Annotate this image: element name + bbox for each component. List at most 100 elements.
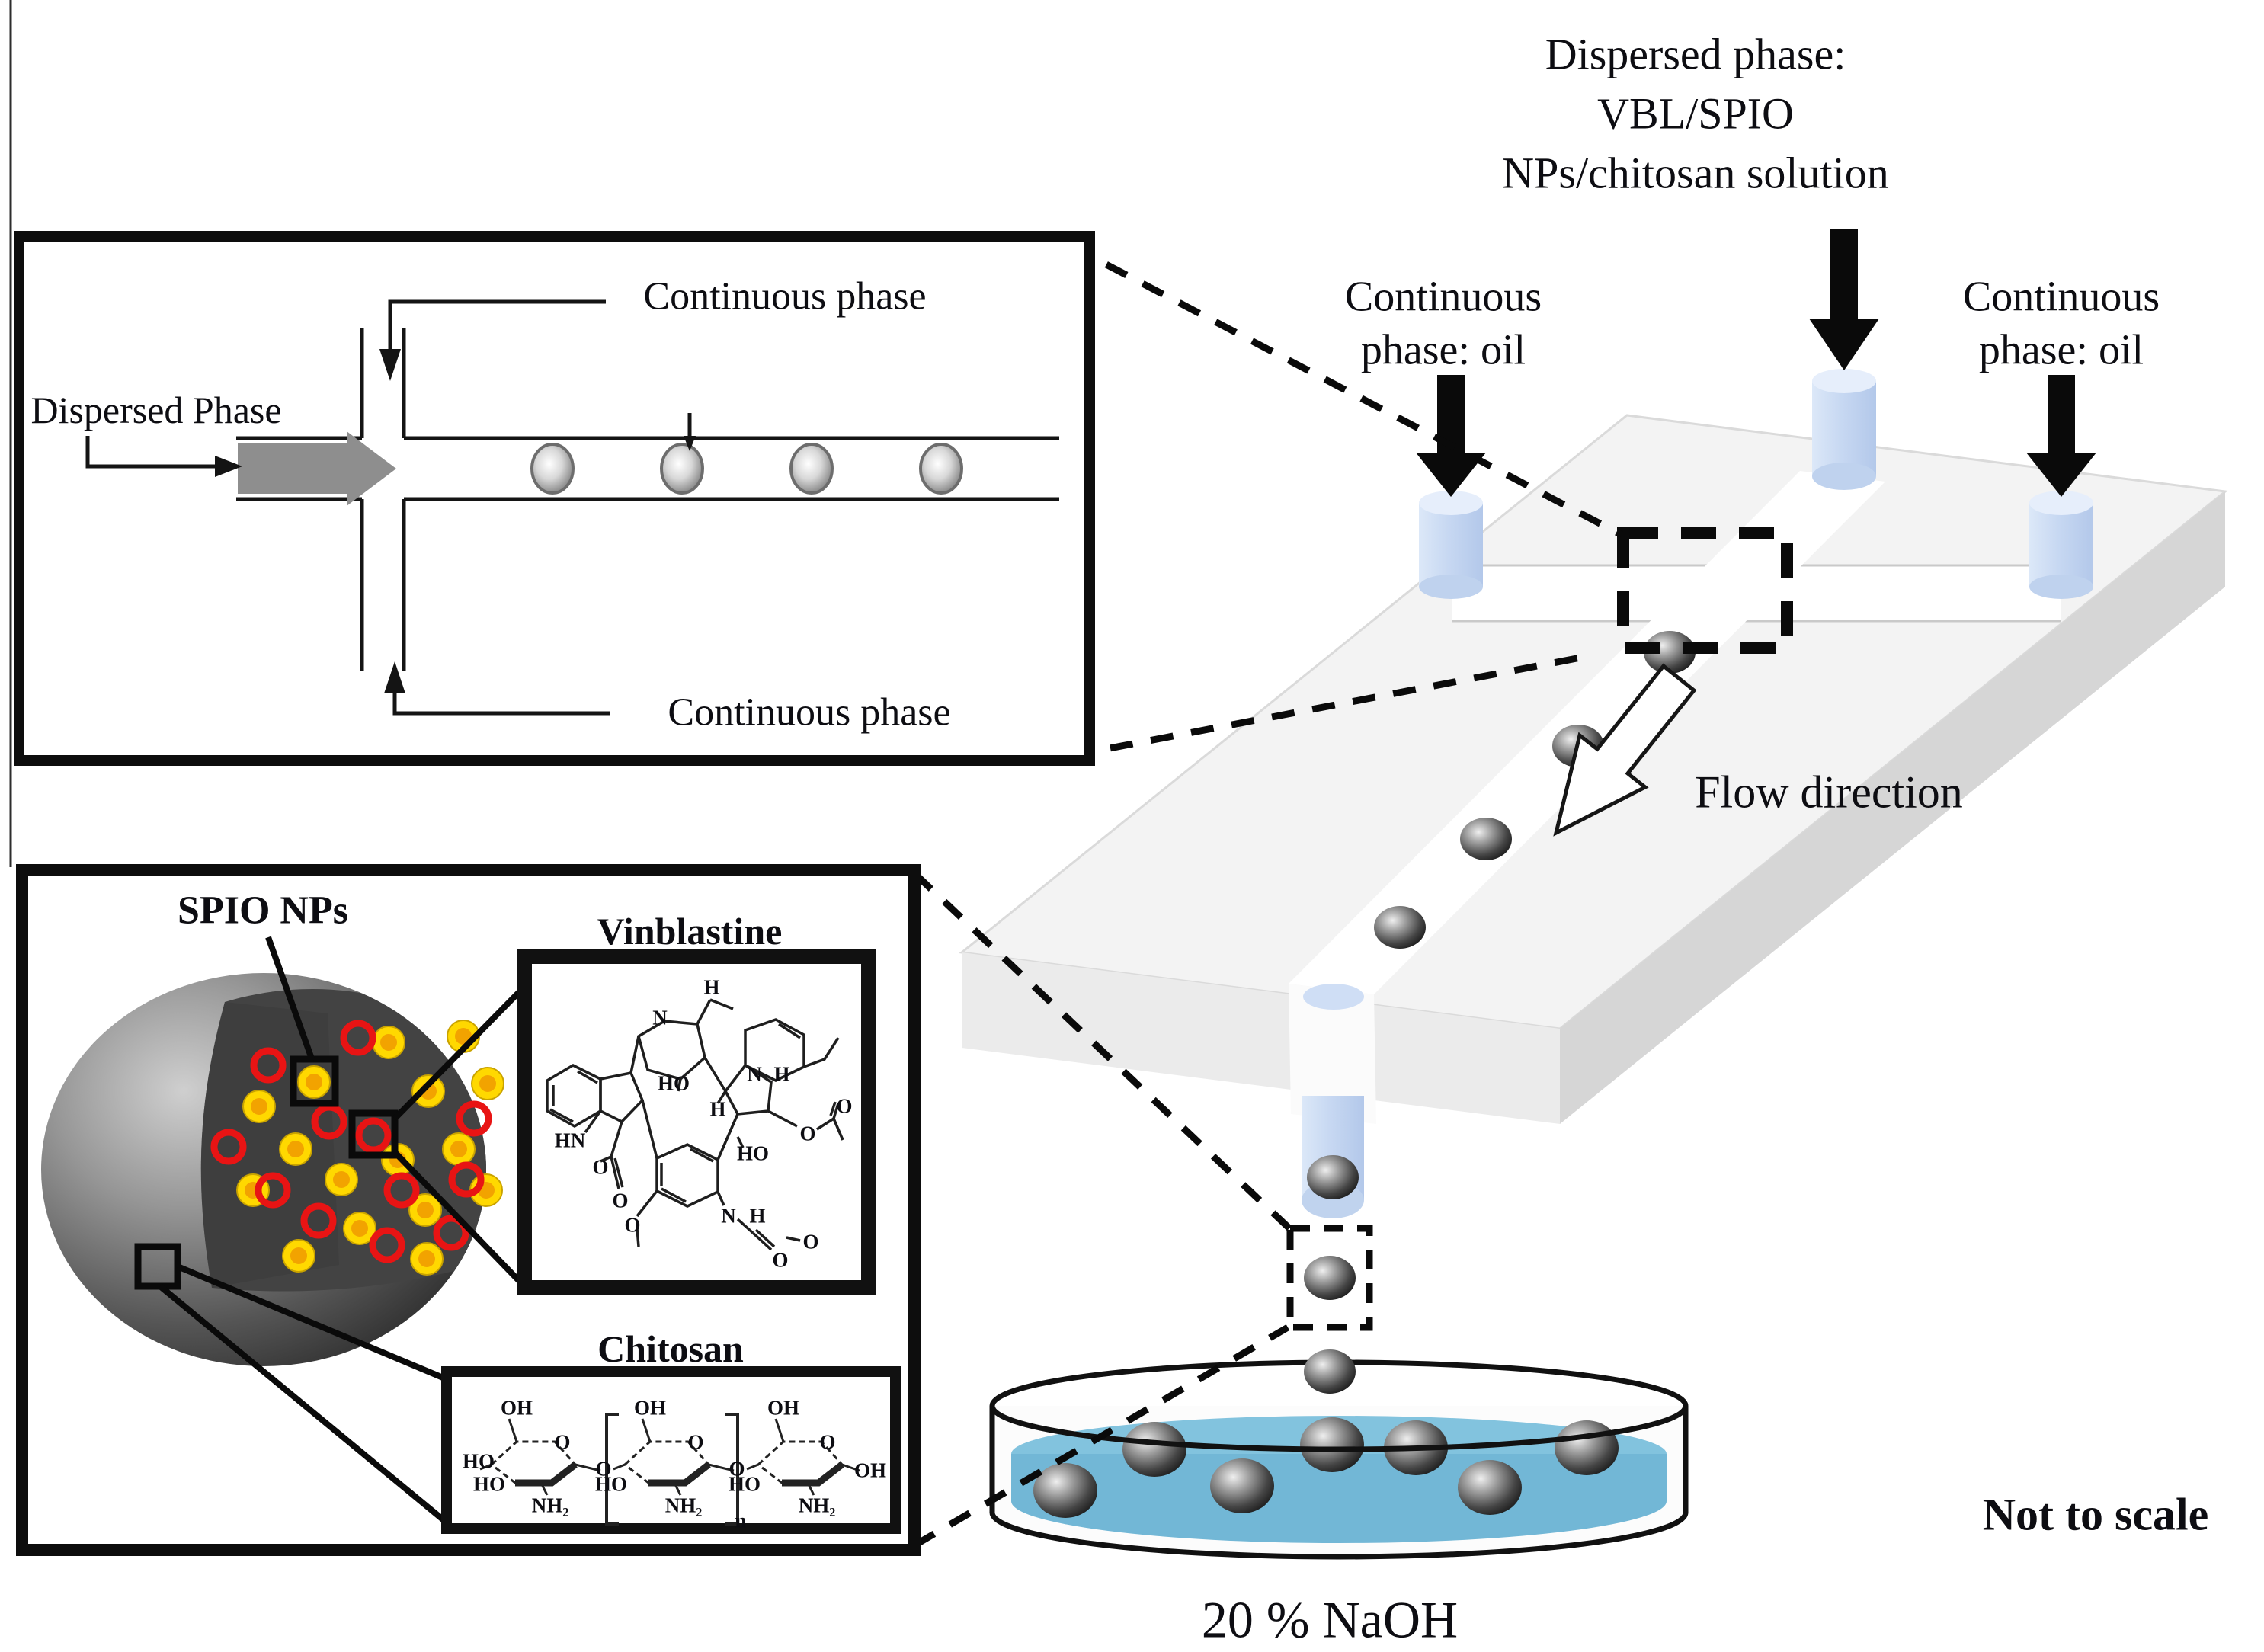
spio-nps-label: SPIO NPs: [178, 888, 348, 933]
spio-np-core: [290, 1247, 307, 1264]
spio-np-core: [479, 1075, 496, 1092]
dish-droplet: [1300, 1417, 1364, 1472]
chitosan-box: [441, 1366, 901, 1534]
atom-label: NH₂: [531, 1494, 569, 1517]
dash-link-droplet-top: [911, 870, 1292, 1231]
oil-left-arrow: [1416, 375, 1486, 497]
vbl-site-icon: [448, 1161, 485, 1198]
spio-np-core: [418, 1250, 435, 1267]
atom-label: O: [802, 1230, 819, 1253]
naoh-bottom: [1011, 1459, 1667, 1543]
oil-right-label-line1: Continuous: [1962, 273, 2160, 321]
vbl-site-icon: [383, 1172, 420, 1209]
junction-continuous-top-label: Continuous phase: [643, 274, 927, 319]
oil-right-arrow: [2026, 375, 2096, 497]
outlet-hole: [1303, 984, 1364, 1010]
falling-droplet: [1304, 1256, 1356, 1300]
junction-continuous-bottom-label: Continuous phase: [668, 690, 951, 735]
vbl-site-icon: [210, 1129, 247, 1165]
junction-droplets: [530, 443, 963, 495]
atom-label: HO: [728, 1472, 761, 1496]
vbl-site-icon: [355, 1117, 392, 1154]
falling-droplet: [1307, 1155, 1359, 1199]
atom-label: OH: [500, 1396, 533, 1420]
atom-label: OH: [767, 1396, 800, 1420]
channel-droplet: [1374, 906, 1426, 949]
dash-link-junction-top: [1068, 242, 1624, 538]
dish-droplet: [1033, 1463, 1097, 1518]
spio-np-core: [306, 1074, 322, 1090]
junction-droplet: [919, 443, 963, 495]
dispersed-inlet-cylinder: [1812, 369, 1876, 490]
dish-droplet: [1458, 1460, 1522, 1515]
chip-front-face: [962, 952, 1560, 1124]
dish-droplet: [1210, 1458, 1274, 1513]
atom-label: HO: [462, 1449, 495, 1473]
junction-droplet: [530, 443, 575, 495]
vinblastine-callout-square: [348, 1109, 399, 1159]
chitosan-ring-1: [479, 1418, 601, 1496]
atom-label: O: [819, 1430, 836, 1454]
chitosan-structure: [479, 1413, 860, 1526]
atom-label: O: [836, 1094, 853, 1118]
vinblastine-sites: [210, 1020, 492, 1263]
outlet-notch: [1289, 984, 1376, 1124]
spio-np-core: [287, 1141, 304, 1157]
atom-label: N: [747, 1062, 762, 1086]
petri-dish: [989, 1359, 1689, 1560]
vbl-site-icon: [456, 1100, 492, 1137]
junction-dispersed-label: Dispersed Phase: [30, 388, 282, 431]
callout-lines: [158, 936, 527, 1526]
atom-label: H: [749, 1204, 766, 1228]
flow-direction-label: Flow direction: [1695, 767, 1963, 818]
atom-label: N: [721, 1204, 736, 1228]
zoom-links: [911, 242, 1793, 1548]
atom-label: OH: [633, 1396, 667, 1420]
spio-np-core: [380, 1034, 397, 1051]
naoh-label: 20 % NaOH: [1201, 1590, 1459, 1649]
junction-arrowheads: [215, 349, 696, 693]
chitosan-ring-3: [746, 1418, 860, 1496]
atom-label: H: [773, 1062, 790, 1086]
atom-label: N: [652, 1006, 668, 1029]
callout-squares: [134, 936, 527, 1526]
spio-np-core: [417, 1202, 434, 1218]
atom-label: OH: [853, 1458, 887, 1482]
dispersed-stream: [238, 431, 396, 506]
inlet-ports: [1419, 369, 2093, 599]
vinblastine-structure: [546, 998, 844, 1251]
vbl-site-icon: [369, 1227, 405, 1263]
atom-label: O: [612, 1189, 629, 1212]
dispersed-phase-label-line1: Dispersed phase:: [1545, 29, 1846, 79]
vbl-site-icon: [250, 1047, 287, 1084]
oil-left-label-line2: phase: oil: [1360, 326, 1526, 374]
atom-label: H: [709, 1097, 726, 1121]
junction-annotations: [85, 299, 692, 716]
atom-label: O: [729, 1457, 745, 1481]
spio-np-core: [333, 1171, 350, 1188]
polymer-brackets: [605, 1413, 739, 1526]
vbl-site-icon: [433, 1215, 469, 1251]
vbl-site-icon: [255, 1172, 291, 1209]
oil-left-label-line1: Continuous: [1344, 273, 1542, 321]
atom-label: HO: [657, 1071, 690, 1095]
oil-inlet-left-cylinder: [1419, 491, 1483, 599]
junction-inset: [14, 231, 1095, 766]
vinblastine-title: Vinblastine: [597, 909, 783, 952]
atom-label: O: [592, 1155, 609, 1179]
junction-zoom-rect: [1617, 527, 1793, 654]
dispersed-phase-label-line3: NPs/chitosan solution: [1502, 148, 1889, 198]
junction-channels: [236, 328, 1059, 671]
atom-label: NH₂: [664, 1494, 703, 1517]
spio-np-core: [450, 1141, 467, 1157]
droplet-zoom-rect: [1286, 1225, 1373, 1331]
chitosan-ring-2: [613, 1418, 735, 1496]
junction-droplet: [660, 443, 704, 495]
vbl-site-icon: [311, 1103, 347, 1140]
dash-link-junction-bottom: [1069, 652, 1593, 760]
dash-link-droplet-bottom: [912, 1324, 1290, 1548]
chip-side-face: [1560, 491, 2225, 1124]
not-to-scale-note: Not to scale: [1982, 1489, 2209, 1540]
